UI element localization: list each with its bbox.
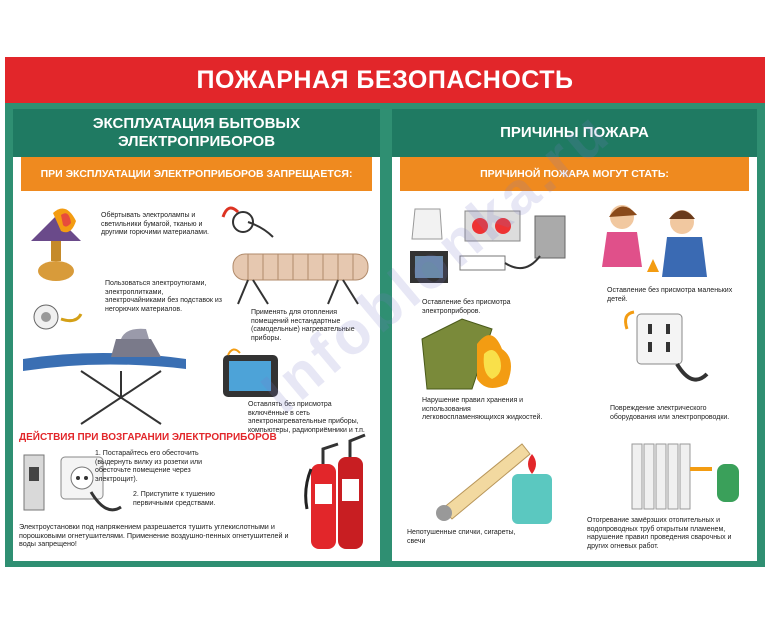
- poster: ПОЖАРНАЯ БЕЗОПАСНОСТЬ ЭКСПЛУАТАЦИЯ БЫТОВ…: [5, 57, 765, 567]
- homemade-heater-illustration: [232, 253, 369, 305]
- right-item-2: Оставление без присмотра маленьких детей…: [607, 287, 733, 303]
- right-panel: ПРИЧИНЫ ПОЖАРА ПРИЧИНОЙ ПОЖАРА МОГУТ СТА…: [392, 109, 757, 561]
- radiator-torch-illustration: [631, 443, 739, 510]
- poster-title: ПОЖАРНАЯ БЕЗОПАСНОСТЬ: [5, 57, 765, 103]
- unattended-appliances-illustration: [410, 208, 566, 283]
- actions-heading: ДЕЙСТВИЯ ПРИ ВОЗГАРАНИИ ЭЛЕКТРОПРИБОРОВ: [19, 432, 277, 443]
- left-panel-subheading: ПРИ ЭКСПЛУАТАЦИИ ЭЛЕКТРОПРИБОРОВ ЗАПРЕЩА…: [21, 157, 372, 191]
- right-panel-subheading: ПРИЧИНОЙ ПОЖАРА МОГУТ СТАТЬ:: [400, 157, 749, 191]
- left-panel: ЭКСПЛУАТАЦИЯ БЫТОВЫХ ЭЛЕКТРОПРИБОРОВ ПРИ…: [13, 109, 380, 561]
- fire-extinguisher-illustration: [304, 433, 366, 549]
- damaged-socket-illustration: [624, 310, 709, 382]
- action-1: 1. Постарайтесь его обесточить (выдернут…: [95, 450, 203, 483]
- plug-socket-illustration: [221, 206, 274, 238]
- left-footer: Электроустановки под напряжением разреша…: [19, 522, 289, 548]
- left-item-1: Обёртывать электролампы и светильники бу…: [101, 212, 209, 236]
- breaker-socket-illustration: [23, 454, 122, 512]
- action-2: 2. Приступите к тушению первичными средс…: [133, 491, 216, 507]
- left-item-3: Применять для отопления помещений нестан…: [251, 309, 355, 342]
- iron-board-illustration: [23, 304, 186, 425]
- left-item-4: Оставлять без присмотра включённые в сет…: [248, 401, 365, 434]
- lamp-fire-illustration: [31, 208, 81, 281]
- right-panel-heading: ПРИЧИНЫ ПОЖАРА: [392, 109, 757, 157]
- right-item-4: Повреждение электрического оборудования …: [610, 405, 730, 421]
- flammable-liquid-illustration: [421, 318, 511, 390]
- right-item-6: Отогревание замёрзших отопительных и вод…: [587, 517, 732, 550]
- right-item-3: Нарушение правил хранения и использовани…: [422, 397, 543, 421]
- left-panel-heading: ЭКСПЛУАТАЦИЯ БЫТОВЫХ ЭЛЕКТРОПРИБОРОВ: [13, 109, 380, 157]
- children-illustration: [602, 205, 707, 277]
- right-item-1: Оставление без присмотра электроприборов…: [422, 299, 511, 315]
- cigarette-candle-illustration: [436, 443, 552, 524]
- left-item-2: Пользоваться электроутюгами, электроплит…: [105, 280, 222, 313]
- tv-fire-illustration: [223, 348, 278, 397]
- right-item-5: Непотушенные спички, сигареты, свечи: [407, 529, 516, 545]
